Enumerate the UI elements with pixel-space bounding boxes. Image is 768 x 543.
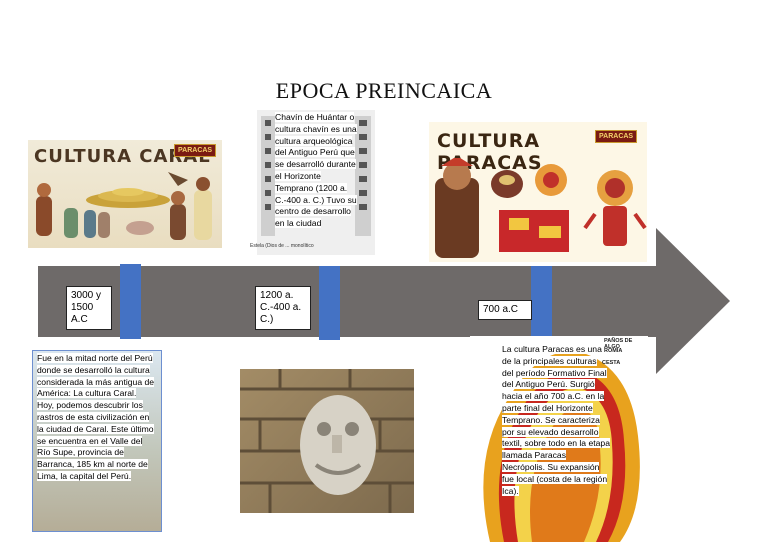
timeline-marker-chavin <box>319 266 340 340</box>
timeline-arrow-head <box>656 228 730 374</box>
textile-label-cesta: CESTA <box>602 360 621 366</box>
caral-illustration <box>36 172 212 240</box>
textile-label-panos: PAÑOS DE ALGO <box>604 338 633 350</box>
caral-description-text: Fue en la mitad norte del Perú donde se … <box>37 353 155 481</box>
caral-image-title: CULTURA CARAL <box>34 146 211 167</box>
caral-description: Fue en la mitad norte del Perú donde se … <box>37 353 155 483</box>
textile-label-romia: ROMIA <box>604 348 623 354</box>
chavin-description: Chavín de Huántar o cultura chavín es un… <box>275 112 357 230</box>
chavin-description-text: Chavín de Huántar o cultura chavín es un… <box>275 112 357 229</box>
date-box-paracas: 700 a.C <box>478 300 532 320</box>
date-box-caral: 3000 y 1500 A.C <box>66 286 112 330</box>
chavin-caption: Estela (Dios de ... monolítico <box>250 243 314 249</box>
paracas-brand-badge: PARACAS <box>595 130 638 143</box>
paracas-description: La cultura Paracas es una de la principa… <box>502 344 610 497</box>
timeline-marker-caral <box>120 264 141 339</box>
timeline-arrow-body <box>38 266 658 337</box>
caral-brand-badge: PARACAS <box>174 144 217 157</box>
timeline-marker-paracas <box>531 266 552 340</box>
stone-head-illustration <box>240 369 414 513</box>
page-title: EPOCA PREINCAICA <box>275 78 493 103</box>
caral-image: CULTURA CARAL PARACAS <box>28 140 222 248</box>
paracas-image: CULTURA PARACAS PARACAS <box>429 122 647 262</box>
chavin-stone-head-image <box>240 369 414 513</box>
paracas-illustration <box>435 158 647 258</box>
date-box-chavin: 1200 a. C.-400 a. C.) <box>255 286 311 330</box>
paracas-description-text: La cultura Paracas es una de la principa… <box>502 344 610 496</box>
